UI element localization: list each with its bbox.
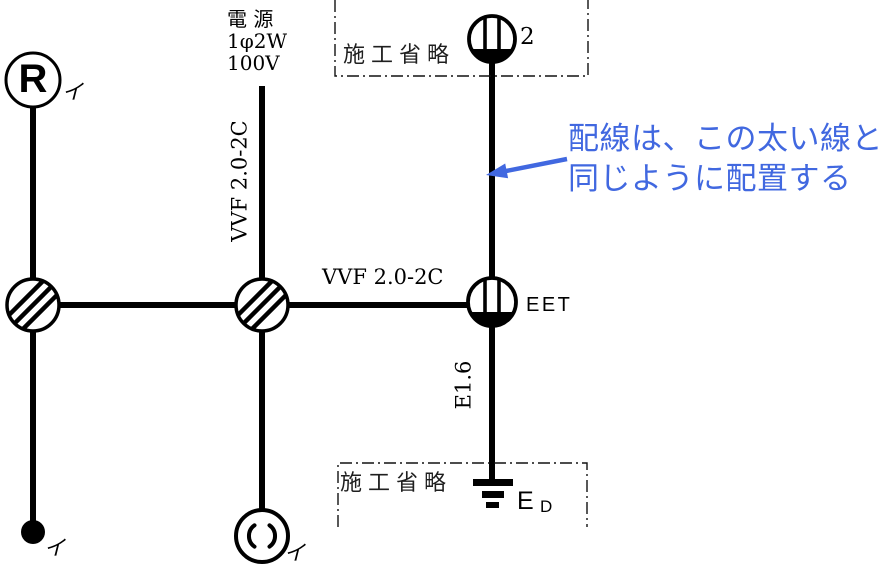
relay-branch-label: イ (62, 80, 83, 104)
annotation-line1: 配線は、この太い線と (568, 121, 883, 156)
ceiling-receptacle-icon (234, 508, 290, 564)
junction-box-left-icon (5, 277, 61, 333)
earth-cable-label: E1.6 (451, 360, 476, 410)
power-source-line3: 100V (227, 51, 280, 75)
ground-icon (473, 479, 513, 508)
annotation-arrow-icon (486, 156, 568, 179)
construction-omitted-box-top (334, 0, 589, 77)
junction-box-right-icon (234, 277, 290, 333)
construction-omitted-label-top: 施工省略 (343, 43, 456, 68)
outlet-count-label: 2 (520, 24, 535, 50)
annotation-line2: 同じように配置する (568, 161, 852, 196)
ceiling-branch-label: イ (284, 541, 305, 565)
switch-branch-label: イ (44, 536, 65, 560)
cable-label-vertical: VVF 2.0-2C (227, 120, 252, 242)
outlet-eet-label: EET (526, 294, 573, 316)
relay-symbol-icon (4, 51, 62, 109)
earth-electrode-label-sub: D (540, 497, 553, 516)
outlet-top-icon (467, 14, 517, 64)
annotation-note: 配線は、この太い線と 同じように配置する (568, 119, 883, 199)
cable-label-horizontal: VVF 2.0-2C (322, 265, 444, 289)
relay-letter: R (18, 57, 48, 102)
construction-omitted-label-bottom: 施工省略 (340, 471, 453, 496)
power-source-line2: 1φ2W (227, 29, 288, 53)
switch-icon (21, 520, 45, 544)
power-source-line1: 電 源 (227, 7, 274, 31)
outlet-eet-icon (466, 276, 518, 328)
earth-electrode-label-main: E (517, 487, 534, 515)
construction-omitted-box-bottom (337, 462, 588, 527)
power-source-label: 電 源 1φ2W 100V (227, 8, 287, 74)
